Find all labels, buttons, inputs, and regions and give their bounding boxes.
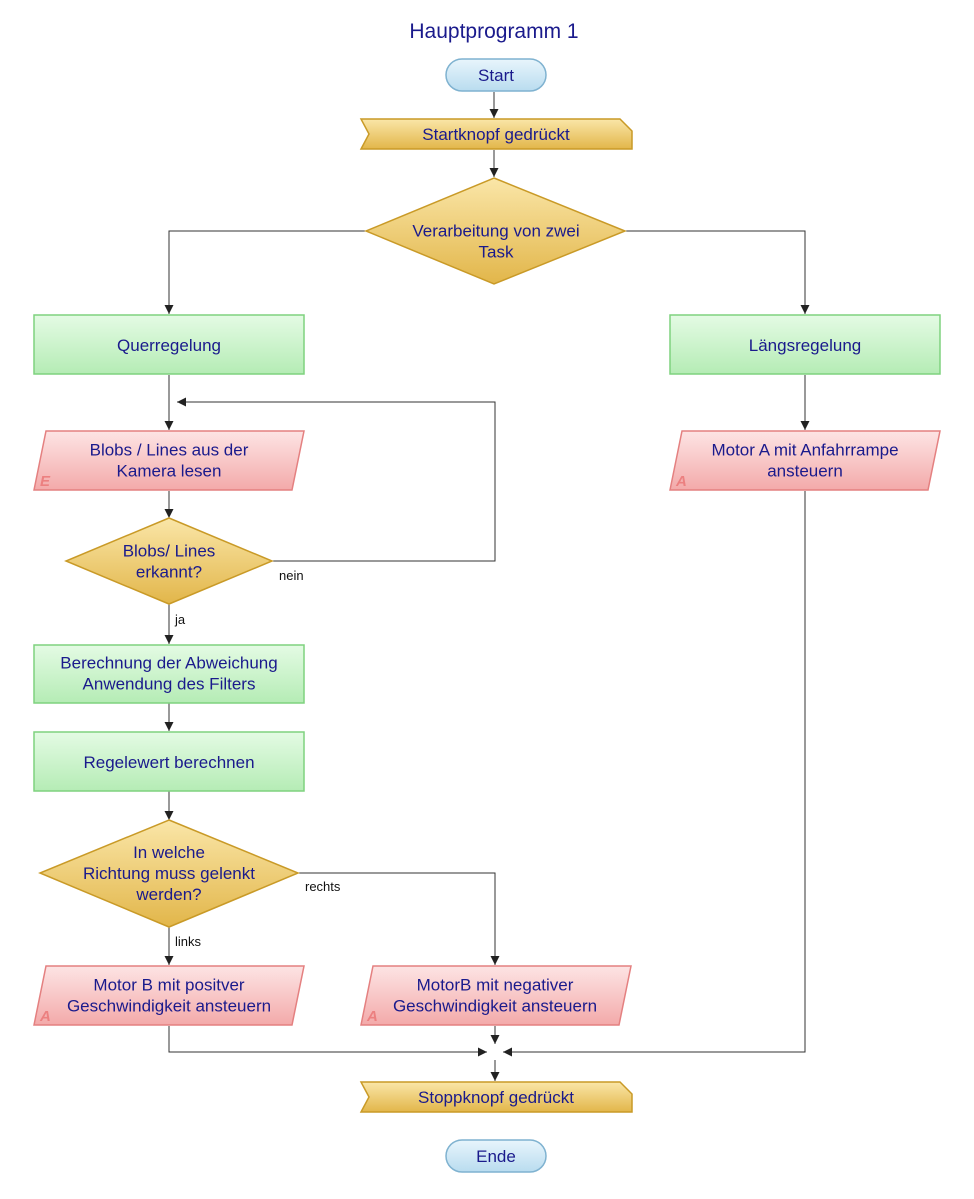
edge-label-ja: ja: [174, 612, 186, 627]
edge-richtung-motorbneg: [298, 872, 500, 965]
output-mark-icon: A: [366, 1008, 378, 1025]
node-text: Stoppknopf gedrückt: [418, 1088, 574, 1107]
node-startknopf[interactable]: Startknopf gedrückt: [359, 118, 633, 150]
node-text: Blobs/ Lines erkannt?: [123, 542, 216, 582]
querregelung-process-shape: [33, 314, 305, 375]
node-text-line: Blobs/ Lines: [123, 542, 216, 561]
blobs-erkannt-decision-shape: [64, 517, 274, 605]
node-text: Motor A mit Anfahrrampe ansteuern: [711, 441, 898, 481]
node-text-line: Längsregelung: [749, 336, 861, 355]
node-regelwert[interactable]: Regelewert berechnen: [33, 731, 305, 792]
node-text-line: Blobs / Lines aus der: [90, 441, 249, 460]
node-blobs-erkannt[interactable]: Blobs/ Lines erkannt?: [64, 517, 274, 605]
diagram-title: Hauptprogramm 1: [409, 20, 578, 43]
node-text-line: werden?: [135, 885, 201, 904]
node-text-line: Kamera lesen: [117, 462, 222, 481]
node-text-line: Geschwindigkeit ansteuern: [393, 997, 597, 1016]
verarbeitung-decision-shape: [364, 177, 627, 285]
node-text: Start: [478, 66, 514, 85]
node-ende[interactable]: Ende: [445, 1139, 547, 1173]
edge-verarbeitung-querregelung: [164, 230, 366, 314]
node-text: Regelewert berechnen: [83, 753, 254, 772]
edge-motorbpos-merge: [168, 1026, 487, 1057]
berechnung-process-shape: [33, 644, 305, 704]
node-text-line: Verarbeitung von zwei: [412, 222, 579, 241]
output-mark-icon: A: [675, 473, 687, 490]
node-text-line: Motor B mit positver: [93, 976, 244, 995]
node-text-line: Anwendung des Filters: [83, 675, 256, 694]
start-terminal-shape: [445, 58, 547, 92]
node-text-line: erkannt?: [136, 563, 202, 582]
node-text-line: Stoppknopf gedrückt: [418, 1088, 574, 1107]
node-text-line: MotorB mit negativer: [417, 976, 574, 995]
node-text-line: Geschwindigkeit ansteuern: [67, 997, 271, 1016]
node-text-line: Querregelung: [117, 336, 221, 355]
node-text-line: In welche: [133, 843, 205, 862]
node-start[interactable]: Start: [445, 58, 547, 92]
input-mark-icon: E: [40, 473, 51, 490]
node-text-line: ansteuern: [767, 462, 843, 481]
startknopf-event-shape: [359, 118, 633, 150]
motor-b-neg-io-shape: [360, 965, 632, 1026]
node-querregelung[interactable]: Querregelung: [33, 314, 305, 375]
edge-label-links: links: [175, 934, 202, 949]
edges: [164, 92, 810, 1081]
richtung-decision-shape: [38, 819, 300, 928]
output-mark-icon: A: [39, 1008, 51, 1025]
node-text-line: Ende: [476, 1147, 516, 1166]
stoppknopf-event-shape: [359, 1081, 633, 1113]
node-text: Längsregelung: [749, 336, 861, 355]
node-text: Querregelung: [117, 336, 221, 355]
node-text-line: Berechnung der Abweichung: [60, 654, 277, 673]
node-text: Ende: [476, 1147, 516, 1166]
node-text: Startknopf gedrückt: [422, 125, 570, 144]
edge-label-rechts: rechts: [305, 879, 341, 894]
motor-a-io-shape: [669, 430, 941, 491]
node-stoppknopf[interactable]: Stoppknopf gedrückt: [359, 1081, 633, 1113]
node-text-line: Richtung muss gelenkt: [83, 864, 255, 883]
blobs-lesen-io-shape: [33, 430, 305, 491]
edge-loop-nein: [177, 397, 496, 562]
node-text-line: Regelewert berechnen: [83, 753, 254, 772]
edge-label-nein: nein: [279, 568, 304, 583]
laengsregelung-process-shape: [669, 314, 941, 375]
node-laengsregelung[interactable]: Längsregelung: [669, 314, 941, 375]
regelwert-process-shape: [33, 731, 305, 792]
motor-b-pos-io-shape: [33, 965, 305, 1026]
edge-verarbeitung-laengsregelung: [625, 230, 810, 314]
edge-motora-merge: [503, 491, 806, 1057]
node-motor-a[interactable]: Motor A mit Anfahrrampe ansteuern A: [669, 430, 941, 491]
node-text-line: Task: [479, 243, 514, 262]
node-text-line: Start: [478, 66, 514, 85]
node-text-line: Startknopf gedrückt: [422, 125, 570, 144]
ende-terminal-shape: [445, 1139, 547, 1173]
node-text-line: Motor A mit Anfahrrampe: [711, 441, 898, 460]
